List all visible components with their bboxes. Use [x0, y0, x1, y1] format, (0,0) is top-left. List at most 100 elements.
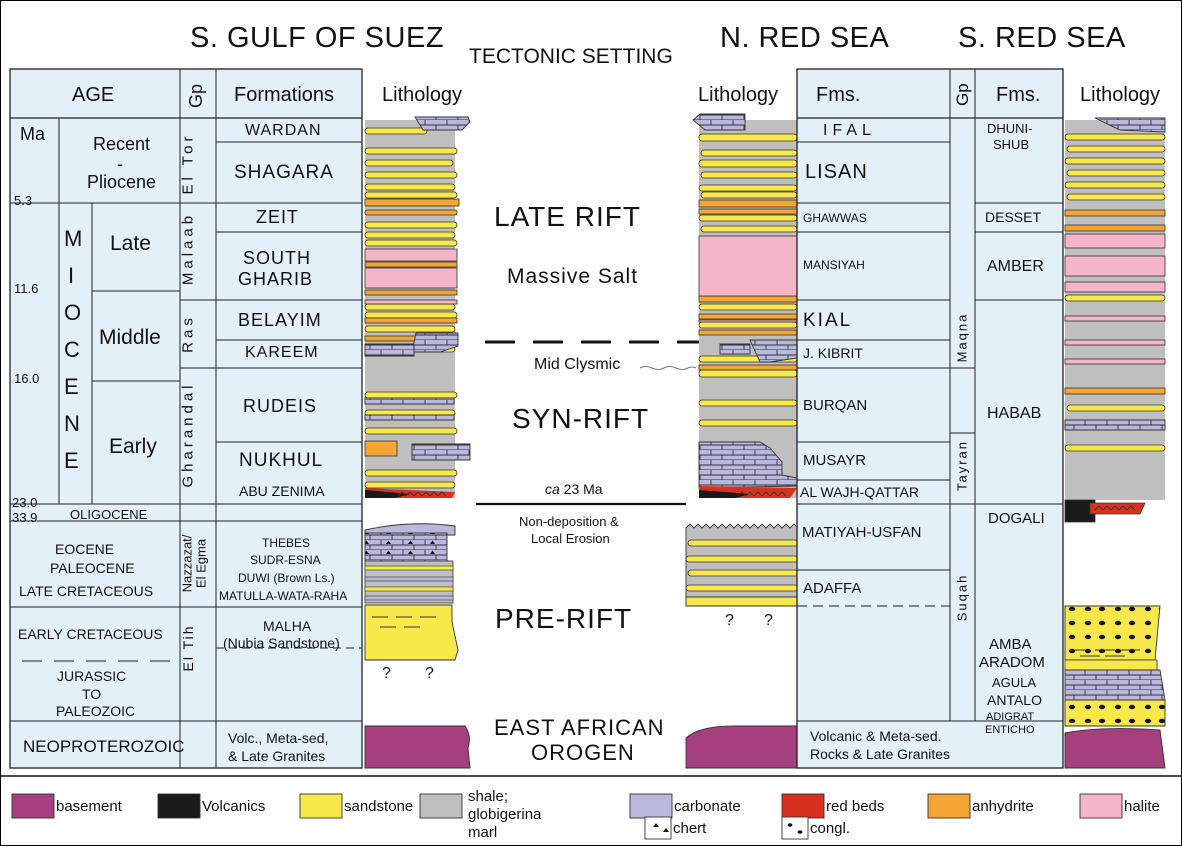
legend-swatch-congl	[782, 817, 808, 839]
ma-label: Ma	[20, 124, 45, 145]
age-paleozoic: PALEOZOIC	[56, 703, 135, 719]
group-suqah: Suqah	[955, 558, 970, 638]
fm-matulla-wata-raha: MATULLA-WATA-RAHA	[219, 589, 347, 603]
fm-malha: MALHA	[263, 618, 311, 634]
legend-swatch-volcanics	[158, 794, 200, 818]
header-age: AGE	[72, 84, 114, 107]
tectonic-non-deposition: Non-deposition &	[519, 514, 619, 529]
legend-chert: chert	[673, 820, 706, 837]
fm-enticho: ENTICHO	[985, 724, 1035, 736]
fm-al-wajh-qattar: AL WAJH-QATTAR	[800, 484, 919, 500]
age-jurassic: JURASSIC	[57, 668, 126, 684]
legend-sandstone: sandstone	[344, 798, 413, 815]
fm-agula: AGULA	[992, 675, 1036, 690]
tectonic-ca-23-ma: ca 23 Ma	[545, 481, 603, 497]
miocene-letter-e1: E	[64, 374, 79, 400]
fm-amba: AMBA	[989, 636, 1032, 653]
tectonic-ca: ca	[545, 481, 560, 497]
fm-musayr: MUSAYR	[803, 452, 866, 469]
miocene-letter-i: I	[68, 263, 74, 289]
fm-nubia-sandstone: (Nubia Sandstone)	[223, 635, 340, 651]
ma-tick-5-3: 5.3	[14, 193, 32, 208]
fm-desset: DESSET	[985, 209, 1041, 225]
tectonic-massive-salt: Massive Salt	[507, 265, 638, 289]
tectonic-local-erosion: Local Erosion	[531, 531, 610, 546]
age-late-cretaceous: LATE CRETACEOUS	[19, 583, 153, 599]
legend-swatch-basement	[12, 794, 54, 818]
legend-swatch-chert	[645, 817, 671, 839]
miocene-letter-c: C	[64, 337, 80, 363]
fm-mansiyah: MANSIYAH	[803, 258, 865, 272]
fm-lisan: LISAN	[805, 161, 868, 184]
fm-south: SOUTH	[243, 248, 311, 269]
fm-volcanics-left-1: Volc., Meta-sed,	[228, 730, 328, 746]
legend-swatch-sandstone	[300, 794, 342, 818]
miocene-letter-m: M	[64, 226, 82, 252]
ma-tick-16-0: 16.0	[14, 371, 39, 386]
fm-kial: KIAL	[803, 310, 852, 332]
age-pliocene: Pliocene	[87, 172, 156, 193]
legend-swatch-halite	[1080, 794, 1122, 818]
age-to: TO	[82, 686, 101, 702]
header-gp: Gp	[186, 84, 207, 108]
tectonic-mid-clysmic: Mid Clysmic	[534, 356, 620, 374]
fm-dogali: DOGALI	[988, 510, 1045, 527]
age-early-miocene: Early	[109, 435, 157, 459]
legend-swatch-anhydrite	[928, 794, 970, 818]
fm-antalo: ANTALO	[987, 692, 1042, 708]
group-maqna: Maqna	[955, 298, 970, 378]
legend-anhydrite: anhydrite	[972, 798, 1034, 815]
fm-j-kibrit: J. KIBRIT	[803, 345, 863, 361]
legend-globigerina: globigerina	[468, 806, 541, 823]
age-paleocene: PALEOCENE	[50, 560, 135, 576]
header-lithology-left: Lithology	[382, 84, 462, 107]
tectonic-late-rift: LATE RIFT	[494, 201, 641, 233]
age-middle-miocene: Middle	[99, 326, 161, 350]
tectonic-syn-rift: SYN-RIFT	[512, 403, 649, 435]
fm-habab: HABAB	[987, 405, 1041, 423]
fm-rudeis: RUDEIS	[243, 396, 317, 417]
fm-gharib: GHARIB	[238, 269, 313, 290]
fm-ifal: IFAL	[823, 122, 876, 140]
age-early-cretaceous: EARLY CRETACEOUS	[18, 626, 163, 642]
tectonic-pre-rift: PRE-RIFT	[495, 603, 632, 635]
fm-ghawwas: GHAWWAS	[803, 211, 867, 225]
legend-swatch-carbonate	[630, 794, 672, 818]
fm-kareem: KAREEM	[245, 344, 319, 362]
fm-matiyah-usfan: MATIYAH-USFAN	[802, 524, 921, 541]
fm-burqan: BURQAN	[803, 397, 867, 414]
fm-shub: SHUB	[993, 137, 1029, 152]
fm-dhuni: DHUNI-	[987, 121, 1033, 136]
legend-halite: halite	[1124, 798, 1160, 815]
header-lithology-middle: Lithology	[698, 84, 778, 107]
fm-volcanics-north-2: Rocks & Late Granites	[810, 746, 950, 762]
legend-swatches	[12, 794, 1122, 839]
question-mark-4: ?	[764, 612, 773, 630]
header-lithology-right: Lithology	[1080, 84, 1160, 107]
age-neoproterozoic: NEOPROTEROZOIC	[23, 737, 185, 757]
age-late-miocene: Late	[110, 232, 151, 256]
fm-belayim: BELAYIM	[238, 310, 322, 331]
legend-marl: marl	[468, 824, 497, 841]
miocene-letter-o: O	[64, 300, 81, 326]
legend-red-beds: red beds	[826, 798, 884, 815]
gulf-lithology-column	[365, 117, 470, 768]
fm-thebes: THEBES	[262, 536, 310, 550]
group-gharandal: Gharandal	[180, 365, 197, 505]
fm-shagara: SHAGARA	[234, 162, 334, 184]
fm-adaffa: ADAFFA	[803, 580, 861, 597]
legend-swatch-redbeds	[782, 794, 824, 818]
nred-lithology-column	[686, 114, 798, 768]
tectonic-23-ma: 23 Ma	[560, 481, 603, 497]
group-el-tih: El Tih	[180, 613, 196, 683]
fm-adigrat: ADIGRAT	[986, 711, 1034, 723]
fm-sudr-esna: SUDR-ESNA	[250, 553, 321, 567]
age-oligocene: OLIGOCENE	[70, 507, 147, 522]
legend-volcanics: Volcanics	[202, 798, 265, 815]
header-fms-south: Fms.	[996, 84, 1040, 107]
miocene-letter-n: N	[64, 411, 80, 437]
legend-carbonate: carbonate	[674, 798, 741, 815]
fm-volcanics-left-2: & Late Granites	[228, 748, 325, 764]
fm-duwi: DUWI (Brown Ls.)	[238, 571, 335, 585]
fm-volcanics-north-1: Volcanic & Meta-sed.	[810, 728, 942, 744]
